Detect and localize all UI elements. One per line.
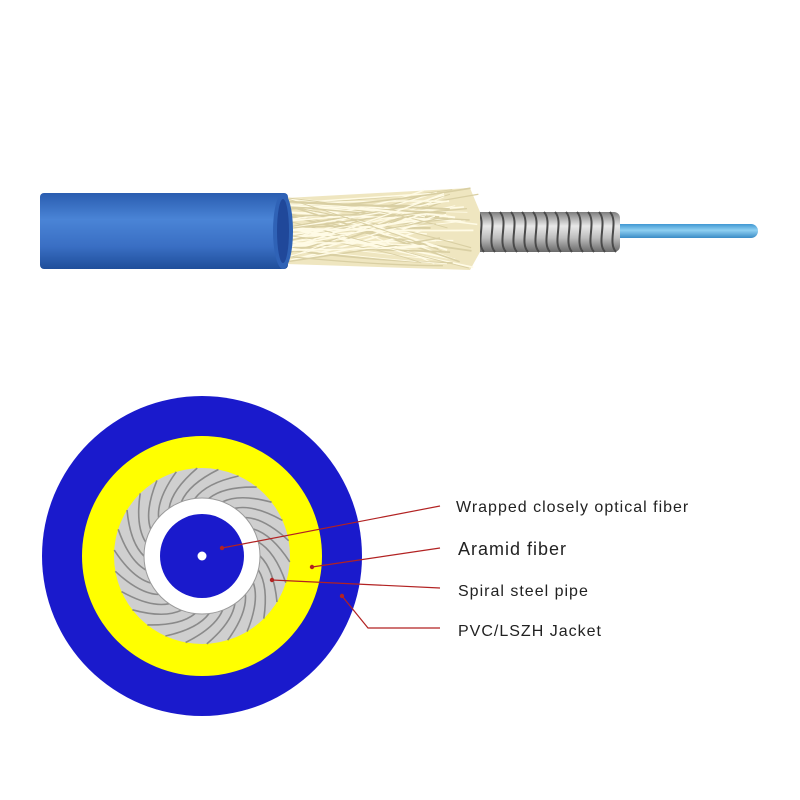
steel-pipe-side: [470, 211, 620, 253]
label-aramid: Aramid fiber: [458, 539, 567, 559]
leader-fiber: [221, 505, 441, 549]
fiber-center-dot: [197, 551, 207, 561]
steel-spiral-blades: [113, 467, 291, 645]
cable-side-view-icon: [40, 187, 758, 270]
label-jacket: PVC/LSZH Jacket: [458, 623, 602, 640]
leader-aramid: [311, 547, 441, 568]
leader-steel: [271, 579, 441, 589]
leader-dots: [219, 545, 345, 599]
leader-lines: [221, 505, 441, 629]
fiber-side: [600, 224, 758, 238]
jacket-side: [40, 193, 293, 269]
cable-cross-section-icon: [42, 396, 362, 716]
aramid-side: [286, 187, 480, 270]
leader-jacket: [341, 595, 440, 629]
label-steel: Spiral steel pipe: [458, 583, 589, 600]
label-fiber: Wrapped closely optical fiber: [456, 499, 689, 516]
